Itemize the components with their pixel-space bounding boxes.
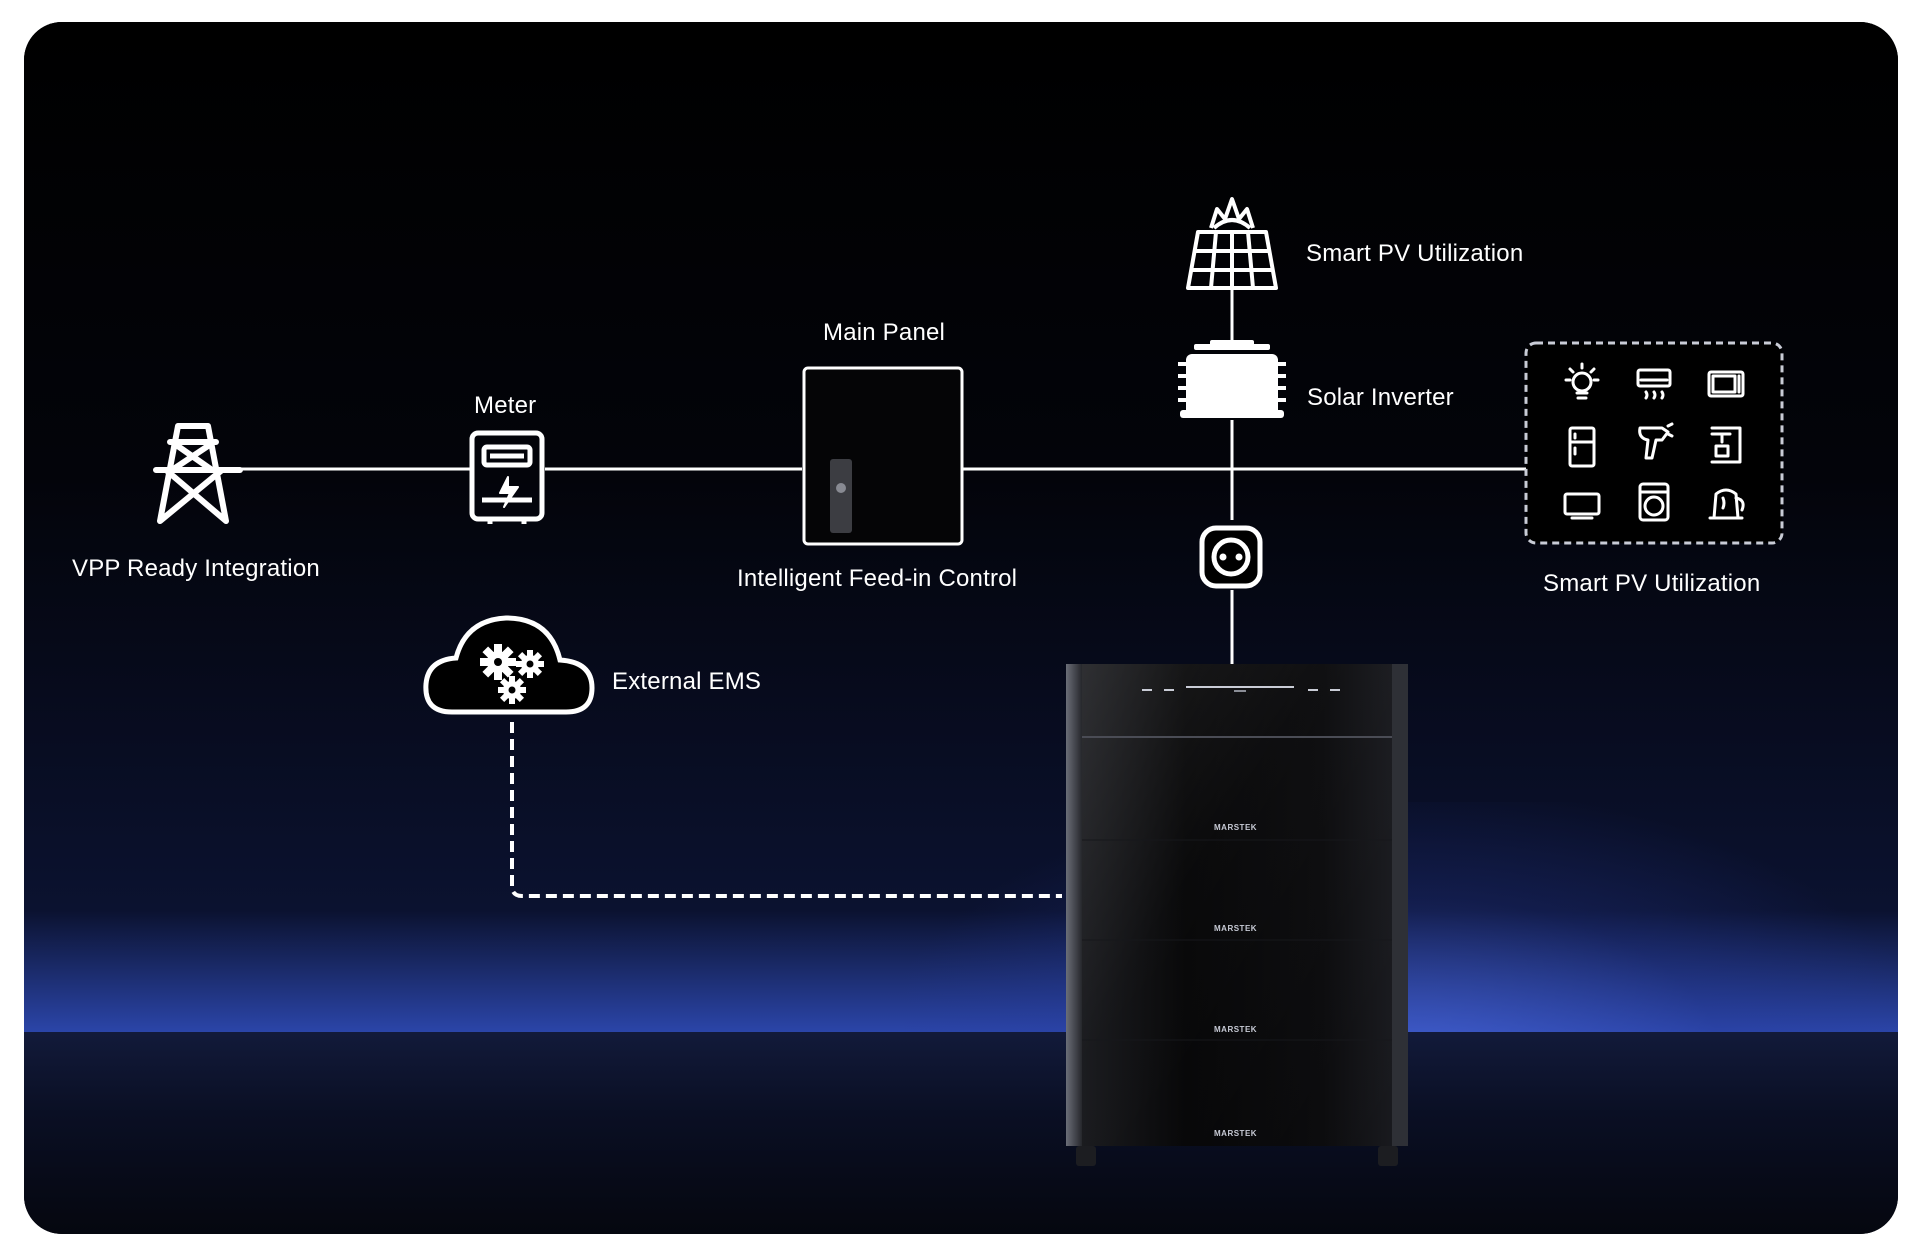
label-intelligent-feed-in-control: Intelligent Feed-in Control bbox=[737, 565, 1018, 592]
label-smart-pv-utilization-top: Smart PV Utilization bbox=[1306, 240, 1524, 267]
label-solar-inverter: Solar Inverter bbox=[1307, 384, 1454, 411]
microwave-icon bbox=[1707, 370, 1745, 398]
connection-lines bbox=[200, 288, 1526, 664]
tv-icon bbox=[1563, 492, 1601, 520]
electric-meter-icon bbox=[469, 430, 545, 524]
solar-inverter-icon bbox=[1178, 340, 1286, 418]
hair-dryer-icon bbox=[1638, 422, 1674, 460]
battery-unit bbox=[1066, 664, 1408, 1166]
power-socket-icon bbox=[1199, 525, 1263, 589]
ems-dashed-line bbox=[510, 722, 1062, 898]
fridge-icon bbox=[1568, 426, 1596, 468]
battery-brand-mark-1: MARSTEK bbox=[1214, 823, 1258, 832]
label-smart-pv-utilization-appliances: Smart PV Utilization bbox=[1543, 570, 1761, 597]
kettle-icon bbox=[1708, 488, 1745, 520]
label-main-panel: Main Panel bbox=[823, 319, 946, 346]
battery-brand-mark-2: MARSTEK bbox=[1214, 924, 1258, 933]
power-tower-icon bbox=[153, 423, 243, 524]
light-bulb-icon bbox=[1564, 362, 1600, 400]
coffee-machine-icon bbox=[1710, 426, 1742, 464]
battery-brand-mark-3: MARSTEK bbox=[1214, 1025, 1258, 1034]
floor bbox=[24, 1032, 1898, 1234]
washing-machine-icon bbox=[1638, 482, 1670, 522]
cloud-gears-icon bbox=[423, 615, 595, 715]
label-vpp-ready-integration: VPP Ready Integration bbox=[72, 555, 320, 582]
label-meter: Meter bbox=[474, 392, 537, 419]
main-panel-icon bbox=[802, 366, 964, 546]
appliances-group bbox=[1524, 341, 1784, 545]
air-conditioner-icon bbox=[1636, 368, 1672, 400]
label-external-ems: External EMS bbox=[612, 668, 762, 695]
battery-brand-mark-4: MARSTEK bbox=[1214, 1129, 1258, 1138]
solar-panel-icon bbox=[1186, 197, 1278, 290]
